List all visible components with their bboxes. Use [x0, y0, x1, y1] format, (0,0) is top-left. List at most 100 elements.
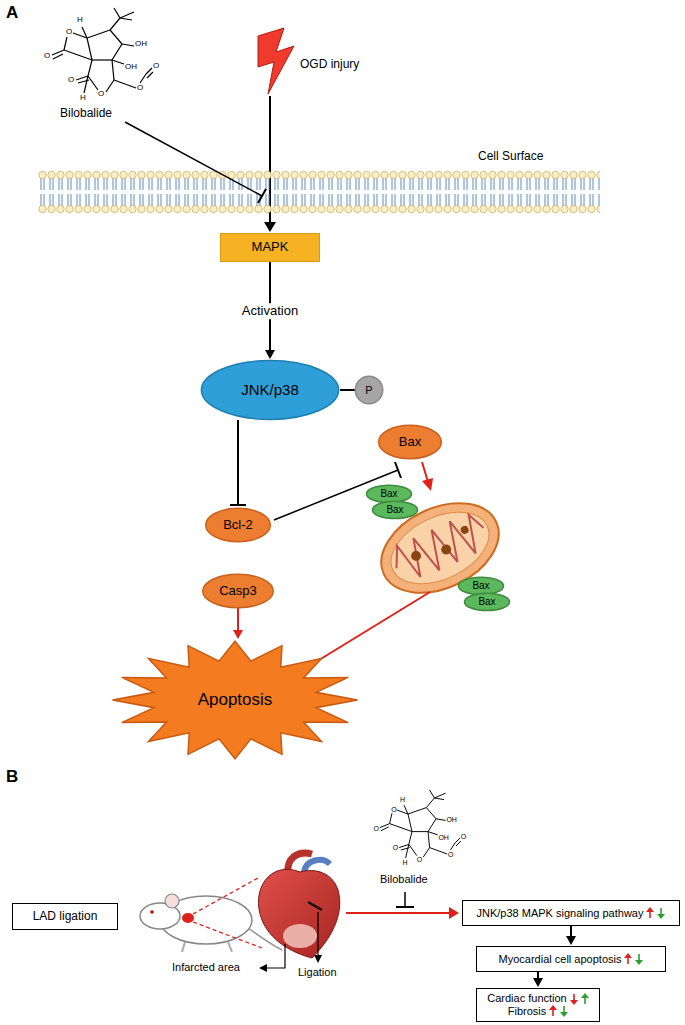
bond — [120, 18, 132, 20]
phospho-circle: P — [355, 376, 383, 404]
stroke — [201, 361, 338, 420]
node-text: Casp3 — [219, 584, 257, 599]
stimulus-label: OGD injury — [300, 58, 359, 70]
text-line: MAPK — [252, 240, 289, 255]
bond — [112, 44, 122, 60]
text-line: Apoptosis — [198, 690, 273, 710]
lightning-bolt — [258, 28, 294, 94]
bond — [409, 844, 417, 855]
outcome-box: Cardiac functionFibrosis — [476, 988, 600, 1022]
zoom-line — [193, 878, 258, 914]
atom-label: O — [68, 76, 74, 84]
node-text: Bax — [478, 596, 495, 608]
bond — [399, 844, 409, 847]
bond — [112, 60, 124, 64]
panel-letter: A — [6, 4, 18, 21]
zoom-line — [193, 922, 262, 948]
stroke — [563, 1006, 565, 1013]
stroke — [624, 953, 632, 958]
node-text: MAPK — [252, 240, 289, 255]
bond — [450, 843, 455, 850]
bond — [76, 76, 88, 80]
callout-label: Infarcted area — [172, 962, 240, 973]
node-text: Bax — [380, 488, 397, 500]
node-text: Apoptosis — [198, 690, 273, 710]
connector — [230, 420, 246, 505]
edge-label: Activation — [239, 303, 301, 319]
node-text: P — [365, 384, 372, 397]
bond — [88, 60, 92, 76]
heart — [258, 853, 339, 958]
bilobalide-structure — [380, 790, 461, 858]
atom-label: O — [374, 825, 379, 832]
stroke — [203, 574, 274, 607]
model-box: LAD ligation — [12, 903, 118, 930]
atom-label: OH — [446, 816, 457, 823]
inhibition-bar — [230, 504, 246, 506]
bond — [434, 793, 445, 798]
text-line: Cardiac function — [487, 992, 589, 1005]
stroke — [657, 914, 665, 919]
bond — [140, 74, 146, 83]
stroke — [464, 593, 509, 610]
bond — [73, 33, 87, 38]
kinase-ellipse: JNK/p38 — [200, 360, 340, 420]
bond — [428, 832, 430, 848]
text-line: Fibrosis — [508, 1005, 569, 1018]
bax-oval: Bax — [464, 593, 510, 611]
bond — [112, 60, 114, 80]
text-line: Bax — [478, 596, 495, 608]
trend-arrow — [570, 993, 578, 1005]
trend-arrow — [581, 993, 589, 1005]
bax-oval: Bax — [372, 501, 418, 519]
bond — [88, 76, 98, 90]
bond — [381, 827, 389, 831]
trend-arrow — [646, 907, 654, 919]
text-line: Casp3 — [219, 584, 257, 599]
mitochondrion — [367, 486, 513, 611]
text-line: LAD ligation — [33, 910, 98, 924]
region-label: Cell Surface — [478, 150, 543, 162]
node-text: JNK/p38 — [241, 381, 299, 398]
node-text: LAD ligation — [33, 910, 98, 924]
bond — [92, 59, 112, 60]
trend-arrow — [560, 1005, 568, 1017]
bond — [106, 80, 114, 92]
bond — [408, 808, 426, 814]
atom-label: OH — [125, 63, 137, 71]
bax-oval: Bax — [366, 485, 412, 503]
bond — [110, 30, 122, 44]
outcome-star: Apoptosis — [110, 640, 360, 760]
connector — [566, 926, 576, 945]
leader-arrow — [266, 944, 285, 968]
atom-label: H — [402, 859, 407, 866]
leader-arrow — [317, 912, 318, 956]
atom-label: O — [417, 856, 422, 863]
text-line: Bcl-2 — [223, 518, 253, 533]
text-line: Myocardial cell apoptosis — [499, 953, 644, 966]
text-line: Bax — [380, 488, 397, 500]
release-arrow — [306, 592, 430, 668]
text-line: JNK/p38 MAPK signaling pathway — [477, 907, 666, 920]
atom-label: O — [448, 851, 453, 858]
bond — [412, 831, 428, 832]
bilobalide-structure — [52, 8, 153, 93]
stroke — [646, 907, 654, 912]
connector-line — [237, 608, 239, 633]
compound-name: Bilobalide — [380, 874, 428, 885]
stroke — [573, 994, 575, 1001]
bond — [114, 80, 136, 88]
stroke — [635, 960, 643, 965]
inhibition-line — [125, 122, 262, 196]
stroke — [379, 425, 442, 458]
stroke — [113, 641, 358, 759]
node-text: Bax — [399, 435, 421, 450]
bond — [423, 848, 429, 858]
bond — [147, 72, 153, 78]
inhibition-line — [404, 892, 406, 907]
stroke — [366, 485, 411, 502]
arrowhead — [314, 955, 322, 963]
stroke — [650, 911, 652, 918]
